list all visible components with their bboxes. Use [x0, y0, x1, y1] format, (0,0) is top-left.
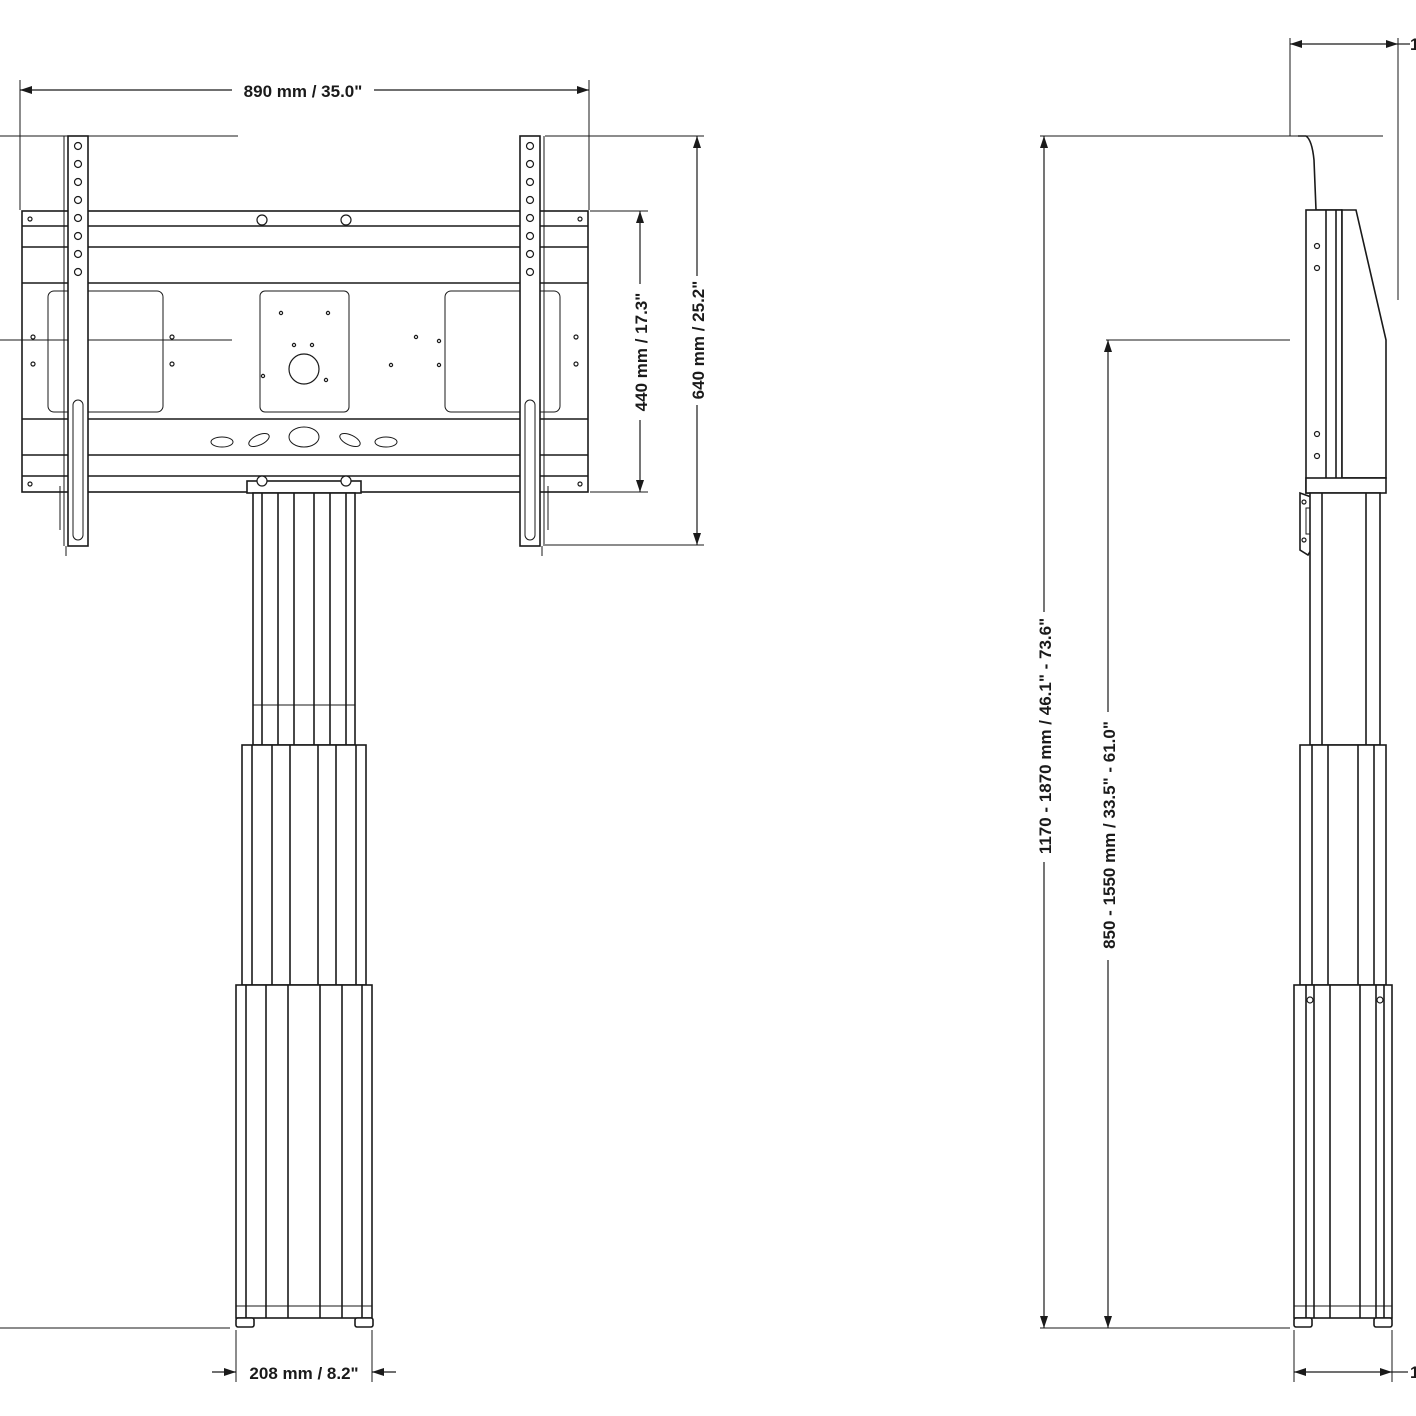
side-column-lower: [1293, 984, 1393, 1319]
dimension-side-bottom: 1: [1293, 1330, 1416, 1382]
side-column-middle: [1299, 744, 1387, 986]
dimension-440mm: 440 mm / 17.3": [590, 210, 651, 493]
dimension-208mm: 208 mm / 8.2": [212, 1330, 396, 1383]
side-view: 1: [1036, 35, 1416, 1382]
column-middle: [241, 744, 367, 986]
front-view: 890 mm / 35.0": [0, 80, 708, 1383]
dimension-208-label: 208 mm / 8.2": [249, 1364, 358, 1383]
dimension-total-height-label: 1170 - 1870 mm / 46.1" - 73.6": [1036, 618, 1055, 854]
right-vesa-arm: [519, 135, 549, 556]
dimension-center-height: 850 - 1550 mm / 33.5" - 61.0": [1100, 340, 1119, 1328]
dimension-side-top: 1: [1289, 35, 1416, 300]
dimension-890-label: 890 mm / 35.0": [244, 82, 363, 101]
column-lower: [235, 984, 373, 1319]
dimension-640mm: 640 mm / 25.2": [545, 135, 708, 546]
side-column-upper: [1309, 492, 1381, 746]
dimension-640-label: 640 mm / 25.2": [689, 281, 708, 400]
dimension-440-label: 440 mm / 17.3": [632, 293, 651, 412]
dimension-center-height-label: 850 - 1550 mm / 33.5" - 61.0": [1100, 721, 1119, 949]
column-upper: [252, 492, 356, 746]
mounting-plate: [21, 210, 589, 493]
dimension-side-bottom-label: 1: [1410, 1363, 1416, 1382]
left-vesa-arm: [59, 135, 89, 556]
dimension-total-height: 1170 - 1870 mm / 46.1" - 73.6": [1036, 136, 1055, 1328]
bracket-profile: [1298, 135, 1342, 211]
side-cover: [1341, 209, 1387, 479]
dimension-side-top-label: 1: [1410, 35, 1416, 54]
dimension-890mm: 890 mm / 35.0": [19, 80, 590, 210]
